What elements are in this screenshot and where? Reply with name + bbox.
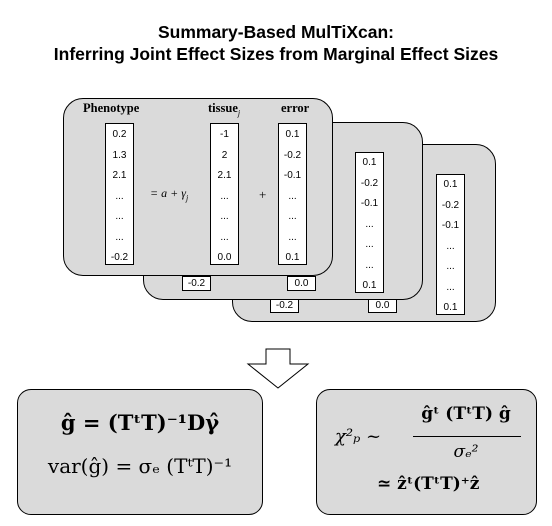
column-cell: -0.2: [283, 149, 302, 161]
column-cell: ...: [220, 190, 229, 202]
chi-square-numerator: ĝᵗ (TᵗT) ĝ: [421, 404, 511, 424]
column-cell: ...: [446, 281, 455, 293]
title-line-1: Summary-Based MulTiXcan:: [158, 22, 394, 42]
tissue-column: -1 2 2.1......... 0.0: [210, 123, 239, 265]
fraction-bar: [413, 436, 521, 437]
error-column: 0.1 -0.2 -0.1......... 0.1: [278, 123, 307, 265]
column-cell: ...: [365, 218, 374, 230]
column-cell: -0.1: [283, 170, 302, 181]
panel-2-peek-left: -0.2: [182, 276, 211, 291]
equals-a-plus-gamma: = a + γj: [150, 186, 189, 203]
column-cell: 0.1: [362, 157, 377, 168]
column-cell: ...: [288, 211, 297, 222]
column-cell: ...: [115, 231, 124, 243]
plus-sign: +: [259, 187, 267, 202]
title-line-2: Inferring Joint Effect Sizes from Margin…: [53, 44, 499, 64]
tissue-header: tissuej: [208, 101, 241, 118]
column-cell: 1.3: [112, 149, 127, 161]
variance-formula: var(ĝ) = σₑ (TᵗT)⁻¹: [47, 454, 233, 478]
column-cell: ...: [446, 261, 455, 272]
panel-2-error-column: 0.1 -0.2 -0.1......... 0.1: [355, 152, 384, 293]
column-cell: ...: [365, 239, 374, 250]
column-cell: ...: [288, 231, 297, 243]
column-cell: 0.0: [217, 252, 232, 263]
phenotype-column: 0.2 1.3 2.1......... -0.2: [105, 123, 134, 265]
column-cell: ...: [288, 190, 297, 202]
panel-3-peek-right: 0.0: [368, 298, 397, 313]
column-cell: 2: [221, 149, 228, 161]
error-header: error: [281, 101, 310, 115]
column-cell: -0.2: [110, 252, 129, 263]
formula-box-left: ĝ = (TᵗT)⁻¹Dγ̂ var(ĝ) = σₑ (TᵗT)⁻¹: [17, 389, 263, 515]
column-cell: -0.1: [441, 220, 460, 231]
column-cell: 0.1: [443, 179, 458, 190]
chi-square-denominator: σₑ²: [453, 442, 479, 462]
column-cell: 0.2: [112, 129, 127, 140]
column-cell: 0.1: [285, 129, 300, 140]
column-cell: ...: [446, 240, 455, 252]
column-cell: -0.2: [360, 177, 379, 189]
column-cell: -1: [220, 129, 229, 140]
column-cell: ...: [115, 211, 124, 222]
column-cell: ...: [220, 231, 229, 243]
panel-3-peek-left: -0.2: [270, 298, 299, 313]
column-cell: 2.1: [217, 170, 232, 181]
formula-box-right: χ²ₚ ~ ĝᵗ (TᵗT) ĝ σₑ² ≃ ẑᵗ(TᵗT)⁺ẑ: [316, 389, 537, 515]
column-cell: 0.1: [362, 280, 377, 291]
zscore-approximation: ≃ ẑᵗ(TᵗT)⁺ẑ: [377, 474, 480, 494]
column-cell: -0.2: [441, 199, 460, 211]
column-cell: 0.1: [443, 302, 458, 313]
column-cell: ...: [365, 259, 374, 271]
column-cell: 2.1: [112, 170, 127, 181]
panel-3-error-column: 0.1 -0.2 -0.1......... 0.1: [436, 174, 465, 315]
phenotype-header: Phenotype: [83, 101, 140, 115]
column-cell: ...: [115, 190, 124, 202]
down-arrow-icon: [246, 348, 310, 389]
joint-effect-formula: ĝ = (TᵗT)⁻¹Dγ̂: [60, 410, 220, 435]
chi-square-lhs: χ²ₚ ~: [335, 426, 382, 447]
column-cell: -0.1: [360, 198, 379, 209]
panel-1: Phenotype tissuej error 0.2 1.3 2.1.......…: [63, 98, 333, 276]
panel-2-peek-right: 0.0: [287, 276, 316, 291]
column-cell: 0.1: [285, 252, 300, 263]
column-cell: ...: [220, 211, 229, 222]
